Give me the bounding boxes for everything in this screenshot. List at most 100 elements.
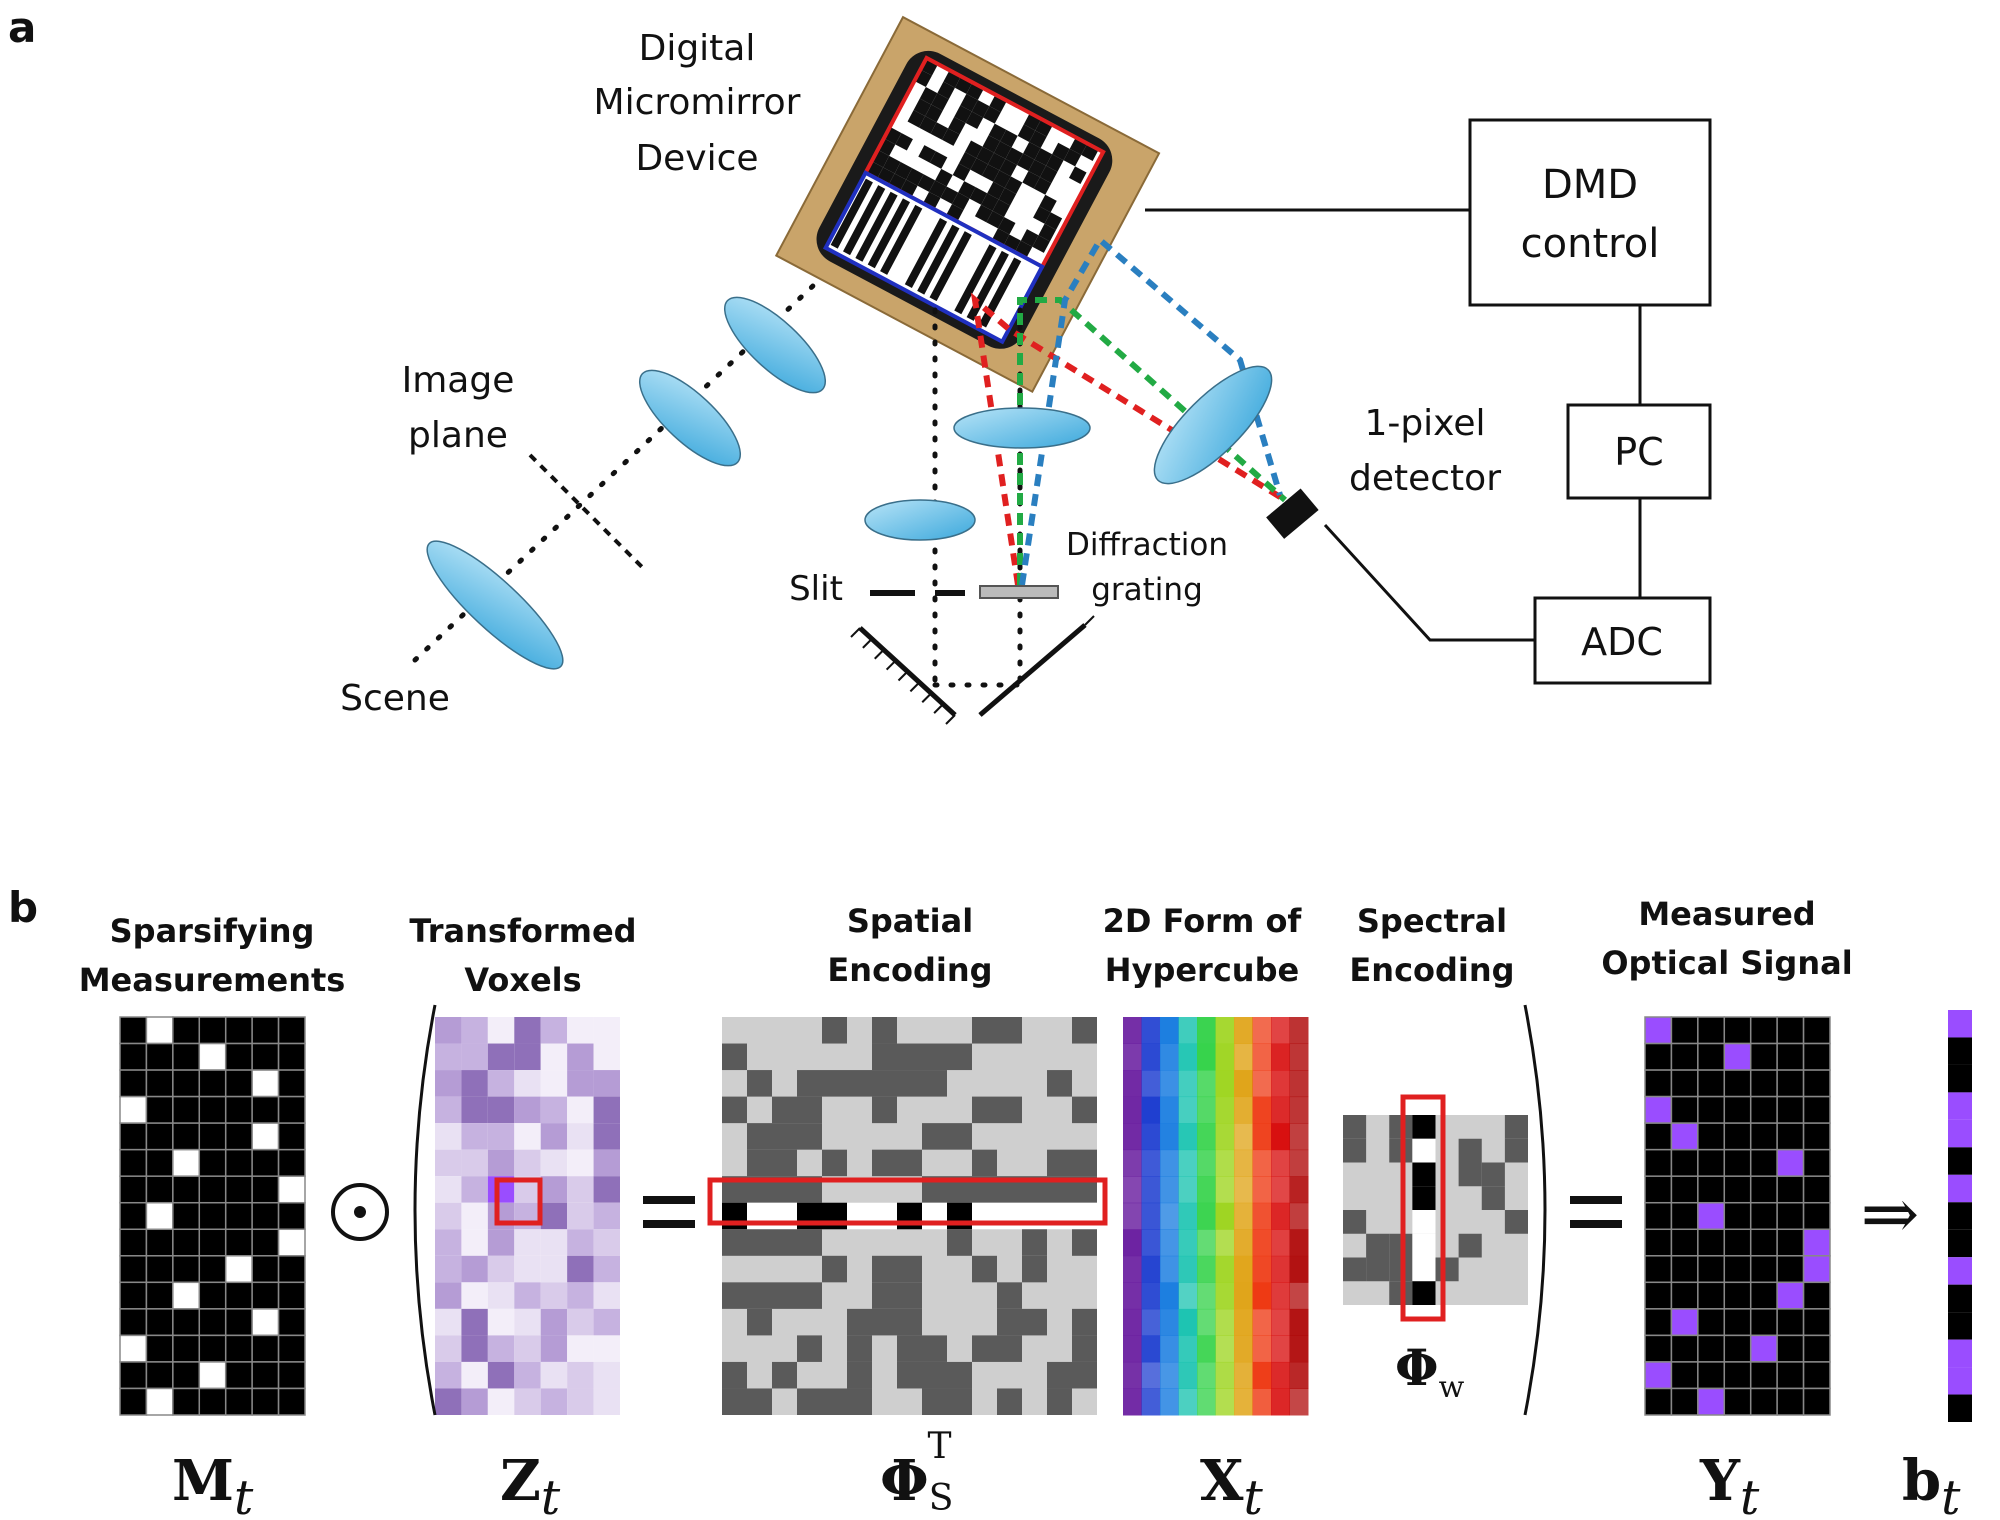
spatial-cell: [772, 1149, 797, 1177]
hypercube-cell: [1123, 1149, 1142, 1177]
hypercube-cell: [1289, 1282, 1309, 1310]
voxel-cell: [567, 1096, 594, 1124]
hypercube-cell: [1160, 1123, 1179, 1151]
spectral-cell: [1504, 1115, 1528, 1139]
matrix-cell: [172, 1308, 201, 1337]
measured-cell: [1749, 1334, 1778, 1363]
voxel-cell: [487, 1335, 515, 1362]
dmd-mirror: [917, 174, 936, 192]
hypercube-cell: [1271, 1176, 1290, 1204]
spatial-cell: [972, 1335, 997, 1362]
measured-cell: [1670, 1281, 1699, 1310]
spatial-cell: [722, 1043, 747, 1071]
dmd-mirror: [1033, 177, 1052, 195]
matrix-cell: [224, 1361, 253, 1390]
spatial-cell: [922, 1361, 947, 1389]
hypercube-cell: [1252, 1335, 1272, 1363]
hypercube-cell: [1289, 1096, 1309, 1124]
spectral-cell: [1504, 1210, 1528, 1234]
matrix-cell: [198, 1387, 227, 1416]
vector-cell: [1948, 1119, 1972, 1148]
spatial-cell: [747, 1229, 772, 1256]
mirror-hatch: [979, 705, 990, 716]
spatial-cell: [1047, 1070, 1072, 1097]
spatial-cell: [772, 1123, 797, 1150]
equals-operator-2-top: [1570, 1196, 1622, 1204]
dmd-stripe: [843, 185, 886, 256]
symbol-y: Yt: [1699, 1448, 1760, 1520]
measured-cell: [1749, 1148, 1778, 1177]
dmd-mirror: [1046, 154, 1064, 172]
matrix-cell: [277, 1042, 306, 1071]
spatial-cell: [997, 1388, 1022, 1415]
matrix-cell: [277, 1016, 306, 1045]
hypercube-cell: [1197, 1017, 1216, 1045]
matrix-cell: [145, 1016, 174, 1045]
spatial-cell: [847, 1388, 872, 1415]
matrix-cell: [145, 1361, 174, 1390]
voxel-cell: [567, 1176, 594, 1203]
hypercube-cell: [1197, 1388, 1216, 1416]
measured-cell: [1776, 1148, 1805, 1177]
title-sparsifying-1: Sparsifying: [110, 912, 315, 950]
image-plane-label-line1: Image: [402, 360, 515, 401]
spectral-cell: [1458, 1233, 1482, 1258]
vector-cell: [1948, 1339, 1972, 1368]
spatial-cell: [1022, 1308, 1047, 1336]
measured-cell: [1723, 1201, 1752, 1231]
measured-cell: [1723, 1148, 1752, 1177]
matrix-cell: [172, 1175, 201, 1204]
measured-cell: [1802, 1308, 1831, 1337]
mirror-hatch: [1072, 625, 1084, 636]
dmd-mirror: [960, 93, 978, 112]
hypercube-cell: [1234, 1096, 1253, 1124]
hypercube-cell: [1160, 1335, 1179, 1363]
dmd-control-box: [1468, 118, 1712, 307]
spatial-cell: [997, 1096, 1022, 1124]
voxel-cell: [593, 1255, 620, 1283]
spatial-cell: [722, 1096, 747, 1124]
spatial-cell: [797, 1335, 822, 1362]
measured-cell: [1697, 1148, 1726, 1177]
matrix-cell: [251, 1069, 280, 1098]
hypercube-cell: [1178, 1043, 1198, 1071]
dmd-mirror: [1020, 229, 1039, 247]
spectral-cell: [1458, 1162, 1482, 1187]
voxel-cell: [461, 1388, 488, 1415]
measured-cell: [1749, 1122, 1778, 1151]
hypercube-cell: [1160, 1096, 1179, 1124]
matrix-cell: [198, 1175, 227, 1204]
matrix-cell: [145, 1095, 174, 1124]
matrix-cell: [172, 1042, 201, 1071]
dmd-mirror: [1038, 223, 1057, 242]
hypercube-cell: [1123, 1123, 1142, 1151]
hypercube-cell: [1197, 1043, 1216, 1071]
hypercube-cell: [1252, 1017, 1272, 1045]
measured-cell: [1802, 1255, 1831, 1284]
matrix-cell: [119, 1308, 148, 1337]
matrix-cell: [198, 1334, 227, 1363]
matrix-cell: [251, 1228, 280, 1257]
measured-cell: [1802, 1069, 1831, 1098]
voxel-cell: [514, 1229, 541, 1256]
hypercube-cell: [1141, 1096, 1161, 1124]
hypercube-cell: [1234, 1202, 1253, 1230]
hypercube-cell: [1215, 1388, 1235, 1416]
spatial-cell: [722, 1282, 747, 1309]
measured-cell: [1802, 1201, 1831, 1231]
detector-lens: [1153, 365, 1273, 485]
dmd-mirror: [954, 105, 972, 123]
matrix-cell: [224, 1122, 253, 1151]
measured-cell: [1697, 1201, 1726, 1231]
hypercube-cell: [1141, 1149, 1161, 1177]
matrix-cell: [119, 1361, 148, 1390]
hypercube-cell: [1215, 1255, 1235, 1283]
spatial-cell: [772, 1229, 797, 1256]
matrix-cell: [251, 1175, 280, 1204]
spatial-cell: [797, 1388, 822, 1415]
voxel-cell: [567, 1017, 594, 1044]
dmd-mirror: [1005, 147, 1024, 165]
vector-cell: [1948, 1147, 1972, 1175]
spatial-cell: [922, 1388, 947, 1415]
title-spectral-1: Spectral: [1357, 902, 1507, 940]
